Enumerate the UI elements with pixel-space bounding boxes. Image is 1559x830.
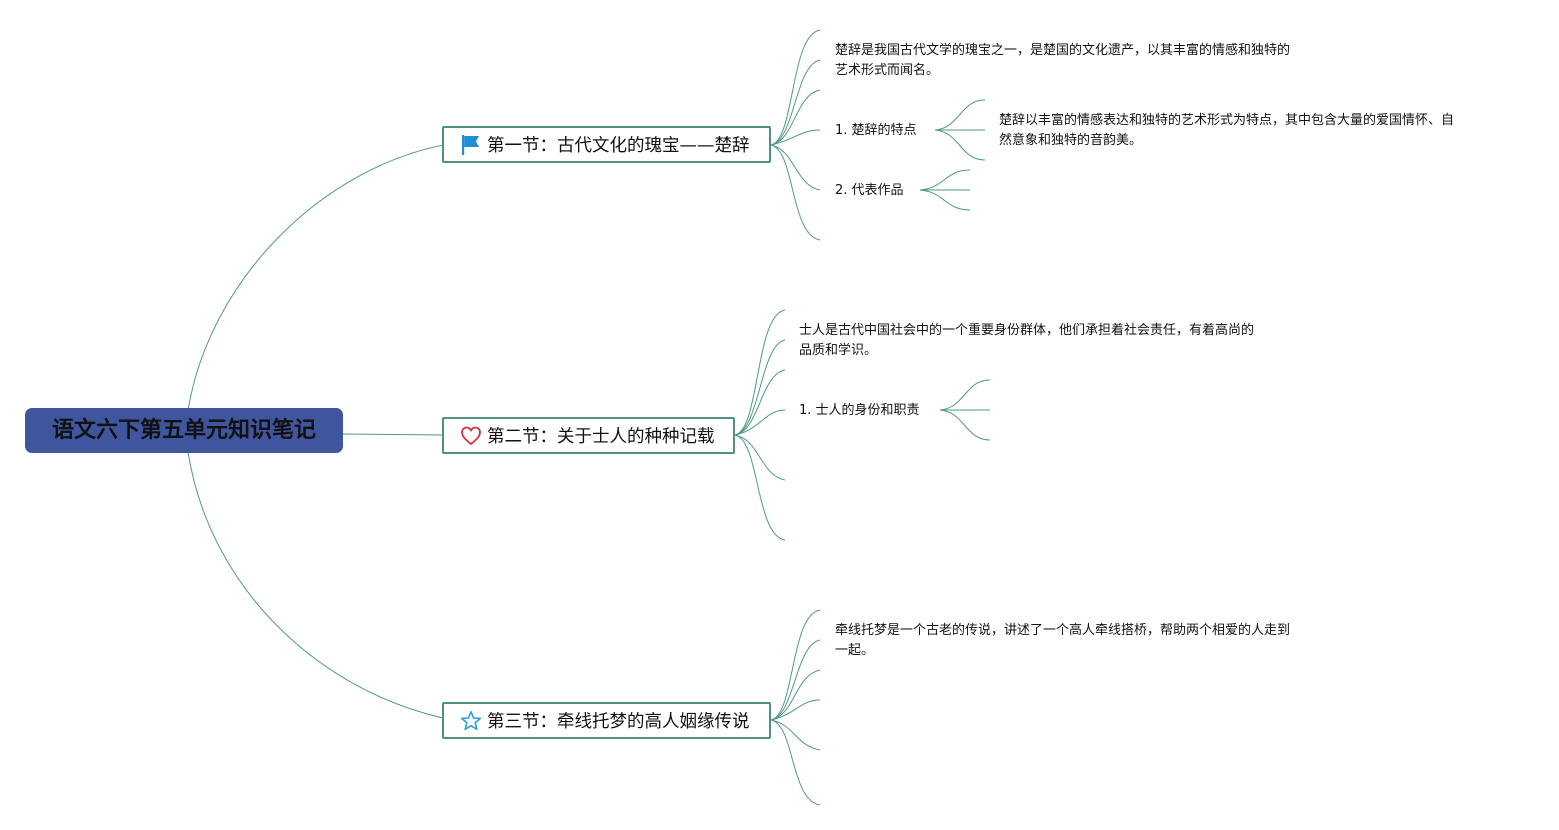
section-2-note: 士人是古代中国社会中的一个重要身份群体，他们承担着社会责任，有着高尚的 品质和学… (799, 323, 1255, 358)
root-topic[interactable]: 语文六下第五单元知识笔记 (25, 408, 343, 453)
section-1-item-1[interactable]: 1. 楚辞的特点 (835, 123, 917, 138)
section-2-item-1[interactable]: 1. 士人的身份和职责 (799, 403, 920, 418)
section-3-topic[interactable]: 第三节：牵线托梦的高人姻缘传说 (442, 702, 771, 739)
heart-icon (460, 425, 482, 447)
connector-s1-item2-3 (919, 189, 971, 211)
section-3-note: 牵线托梦是一个古老的传说，讲述了一个高人牵线搭桥，帮助两个相爱的人走到 一起。 (835, 623, 1291, 658)
root-topic-label: 语文六下第五单元知识笔记 (51, 418, 316, 443)
connector-s3-3 (770, 669, 821, 721)
connector-s2-5 (734, 434, 786, 481)
section-1-item-1-detail: 楚辞以丰富的情感表达和独特的艺术形式为特点，其中包含大量的爱国情怀、自 然意象和… (999, 113, 1455, 148)
connector-root-section-1 (187, 144, 444, 411)
section-2-topic[interactable]: 第二节：关于士人的种种记载 (442, 417, 735, 454)
connector-s3-4 (770, 699, 821, 721)
connector-s2-3 (734, 369, 786, 436)
connector-s1-1 (770, 29, 821, 146)
connector-root-section-2 (342, 433, 444, 436)
connector-root-section-3 (187, 451, 444, 719)
connector-s3-2 (770, 639, 821, 721)
connector-s3-6 (770, 719, 821, 806)
connector-s1-5 (770, 144, 821, 191)
connector-s1-item1-3 (934, 129, 986, 161)
connector-s2-item1-3 (939, 409, 991, 441)
connector-s2-1 (734, 309, 786, 436)
section-2-label: 第二节：关于士人的种种记载 (487, 427, 715, 447)
star-icon (460, 710, 482, 732)
connector-s1-item1-1 (934, 99, 986, 131)
section-1-note: 楚辞是我国古代文学的瑰宝之一，是楚国的文化遗产，以其丰富的情感和独特的 艺术形式… (835, 43, 1291, 78)
section-3-label: 第三节：牵线托梦的高人姻缘传说 (487, 712, 750, 732)
connector-s1-3 (770, 89, 821, 146)
connector-s1-2 (770, 59, 821, 146)
connector-s3-1 (770, 609, 821, 721)
connector-s1-4 (770, 129, 821, 146)
connector-s2-item1-1 (939, 379, 991, 411)
connector-s1-6 (770, 144, 821, 241)
connector-s1-item2-1 (919, 169, 971, 191)
connector-s2-2 (734, 339, 786, 436)
connector-s2-4 (734, 409, 786, 436)
section-1-topic[interactable]: 第一节：古代文化的瑰宝——楚辞 (442, 126, 771, 163)
flag-icon (460, 134, 482, 156)
connector-s2-6 (734, 434, 786, 541)
section-1-item-2[interactable]: 2. 代表作品 (835, 183, 904, 198)
section-1-label: 第一节：古代文化的瑰宝——楚辞 (487, 136, 750, 156)
connector-s3-5 (770, 719, 821, 751)
